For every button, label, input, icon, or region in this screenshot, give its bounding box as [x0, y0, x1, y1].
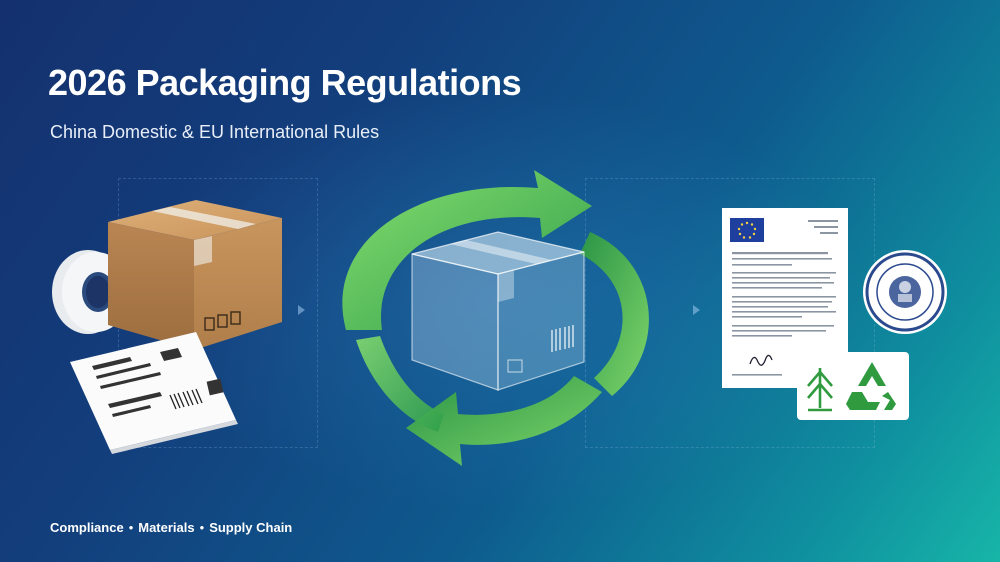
- footer-separator: •: [128, 520, 134, 535]
- page-subtitle: China Domestic & EU International Rules: [50, 122, 380, 142]
- footer-tag-compliance: Compliance: [50, 520, 124, 535]
- footer-tags: Compliance • Materials • Supply Chain: [50, 520, 292, 535]
- transparent-box-icon: [411, 231, 585, 391]
- recycle-cycle-icon: [342, 170, 649, 466]
- cardboard-box-icon: [108, 200, 282, 350]
- footer-tag-materials: Materials: [138, 520, 195, 535]
- footer-tag-supply-chain: Supply Chain: [209, 520, 293, 535]
- shipping-label-icon: [70, 332, 238, 454]
- official-seal-icon: [863, 250, 947, 334]
- flow-arrow-right: [693, 305, 700, 315]
- page-title: 2026 Packaging Regulations: [48, 62, 522, 103]
- footer-separator: •: [199, 520, 205, 535]
- eu-document-icon: [722, 208, 848, 388]
- eco-recycle-badge-icon: [797, 352, 909, 420]
- flow-arrow-left: [298, 305, 305, 315]
